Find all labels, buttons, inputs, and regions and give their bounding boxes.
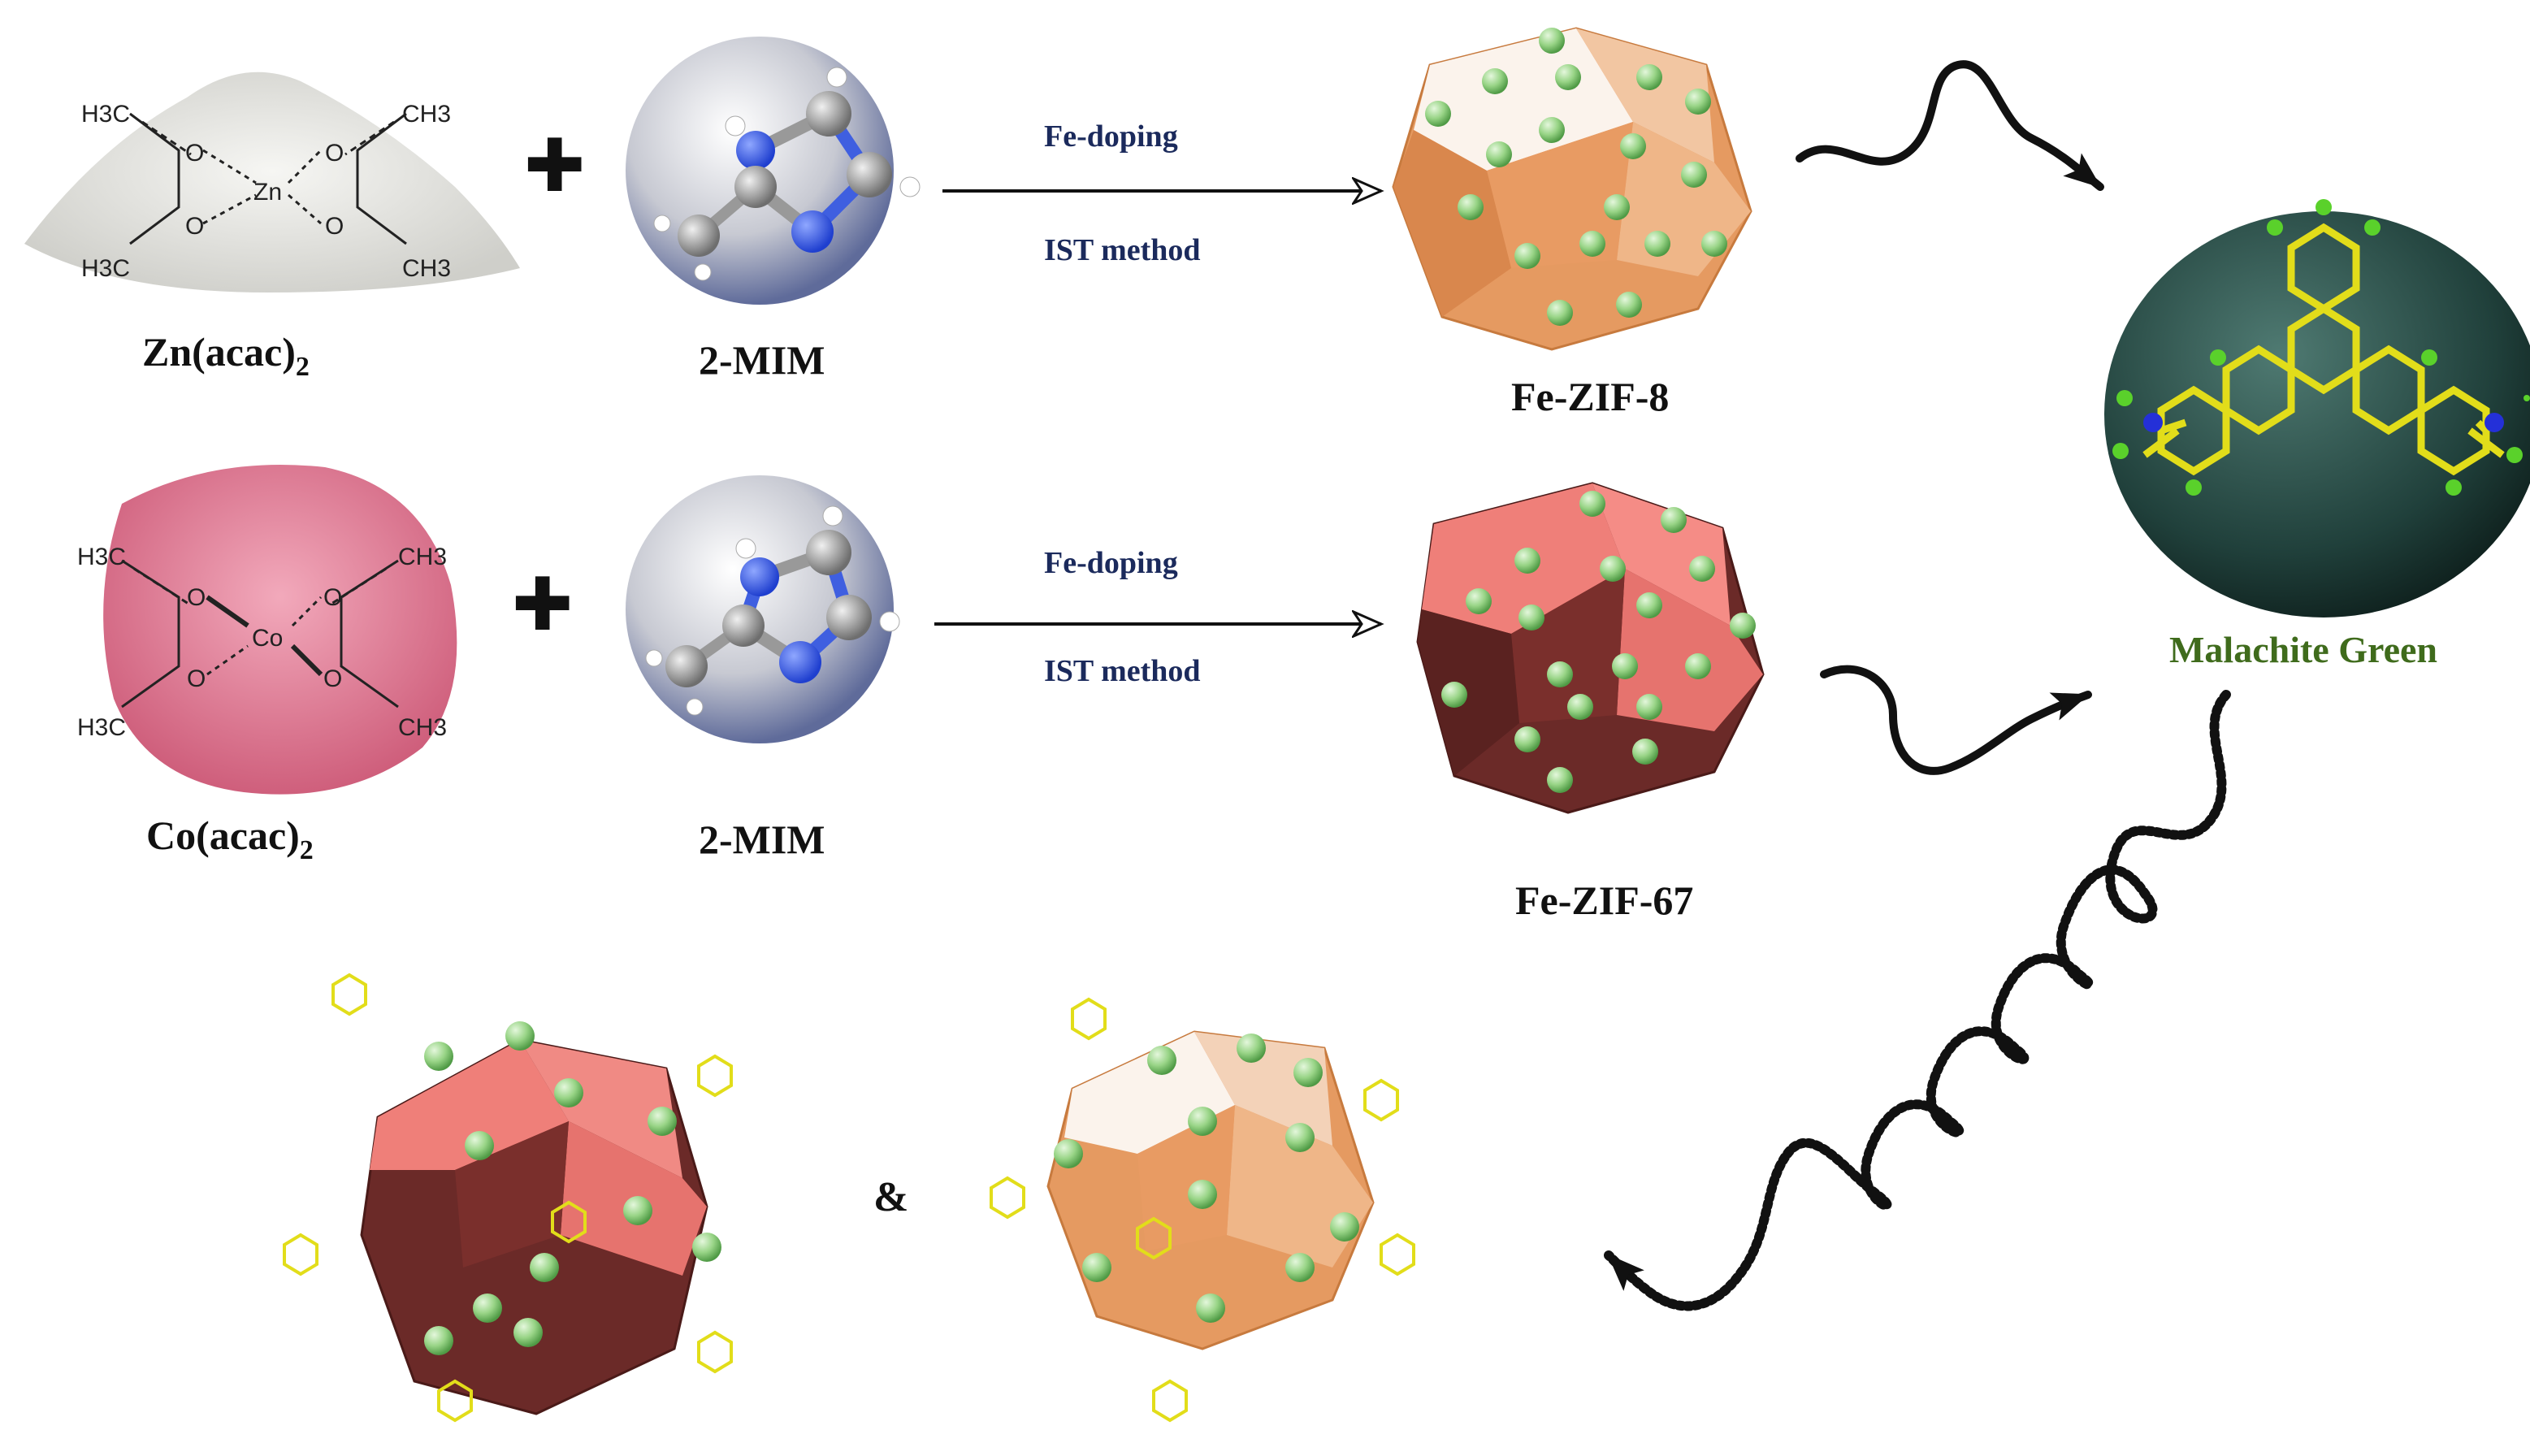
co-acac-structure: [121, 559, 399, 708]
zn-substituent-tr: CH3: [402, 101, 451, 128]
wave-arrow-bottom: [1820, 665, 2092, 775]
imidazole-molecule-bottom: [645, 505, 900, 716]
mg-molecule: [2142, 223, 2505, 476]
mim-group-bottom: 2-MIM: [626, 475, 900, 862]
composite-zif67-dye-molecules: [283, 973, 733, 1423]
zn-substituent-bl: H3C: [81, 255, 130, 282]
plus-sign-bottom: ✚: [512, 565, 573, 646]
mg-atoms: [2112, 199, 2530, 496]
fe-zif67-dopants: [1441, 491, 1756, 793]
zn-oxygen-1: O: [185, 140, 204, 167]
wave-arrow-top: [1796, 60, 2104, 191]
zn-substituent-tl: H3C: [81, 101, 130, 128]
composite-zif8-dye-molecules: [990, 997, 1415, 1423]
co-oxygen-1: O: [187, 584, 206, 611]
co-substituent-tr: CH3: [398, 544, 447, 570]
plus-sign-top: ✚: [524, 126, 585, 207]
fe-zif67-group: Fe-ZIF-67: [1416, 482, 1765, 923]
spiral-arrow: [1604, 690, 2231, 1311]
zn-metal-center: Zn: [253, 179, 282, 206]
co-substituent-bl: H3C: [77, 714, 126, 741]
method-upper-top: Fe-doping: [1044, 119, 1178, 154]
co-powder-pile: [103, 465, 457, 795]
co-acac-label: Co(acac)2: [146, 812, 314, 865]
fe-zif8-dopants: [1425, 28, 1727, 326]
zn-oxygen-2: O: [185, 213, 204, 240]
mim-label-top: 2-MIM: [699, 337, 825, 383]
malachite-green-group: Malachite Green: [2104, 199, 2530, 670]
mim-label-bottom: 2-MIM: [699, 817, 825, 862]
mim-group-top: 2-MIM: [626, 37, 921, 383]
composite-zif67-polyhedron: [360, 1038, 708, 1415]
mg-sphere: [2104, 211, 2530, 618]
reaction-arrow-top: Fe-doping IST method: [942, 119, 1381, 267]
fe-zif8-group: Fe-ZIF-8: [1392, 27, 1752, 419]
zn-oxygen-4: O: [325, 213, 344, 240]
composite-zif67-mg: [283, 973, 733, 1423]
zn-oxygen-3: O: [325, 140, 344, 167]
composite-zif8-mg: [990, 997, 1415, 1423]
co-acac-group: H3C CH3 H3C CH3 O O O O Co Co(acac)2: [77, 465, 457, 865]
zn-substituent-br: CH3: [402, 255, 451, 282]
zn-acac-group: H3C CH3 H3C CH3 O O O O Zn Zn(acac)2: [24, 72, 520, 382]
method-upper-bottom: Fe-doping: [1044, 546, 1178, 580]
ampersand: &: [873, 1174, 908, 1220]
co-oxygen-2: O: [187, 665, 206, 692]
zn-acac-label: Zn(acac)2: [142, 329, 310, 382]
imidazole-molecule-top: [653, 67, 921, 281]
zn-acac-structure: [129, 112, 407, 245]
co-oxygen-3: O: [323, 584, 342, 611]
method-lower-bottom: IST method: [1044, 654, 1201, 688]
fe-zif67-polyhedron: [1416, 482, 1765, 814]
co-substituent-br: CH3: [398, 714, 447, 741]
method-lower-top: IST method: [1044, 233, 1201, 267]
reaction-arrow-bottom: Fe-doping IST method: [934, 546, 1381, 688]
fe-zif67-label: Fe-ZIF-67: [1515, 878, 1693, 923]
co-metal-center: Co: [252, 625, 283, 652]
co-substituent-tl: H3C: [77, 544, 126, 570]
fe-zif8-label: Fe-ZIF-8: [1511, 374, 1669, 419]
composite-zif8-dopants: [1054, 1034, 1359, 1323]
mg-label: Malachite Green: [2169, 629, 2437, 670]
co-oxygen-4: O: [323, 665, 342, 692]
composite-zif67-dopants: [424, 1021, 721, 1355]
